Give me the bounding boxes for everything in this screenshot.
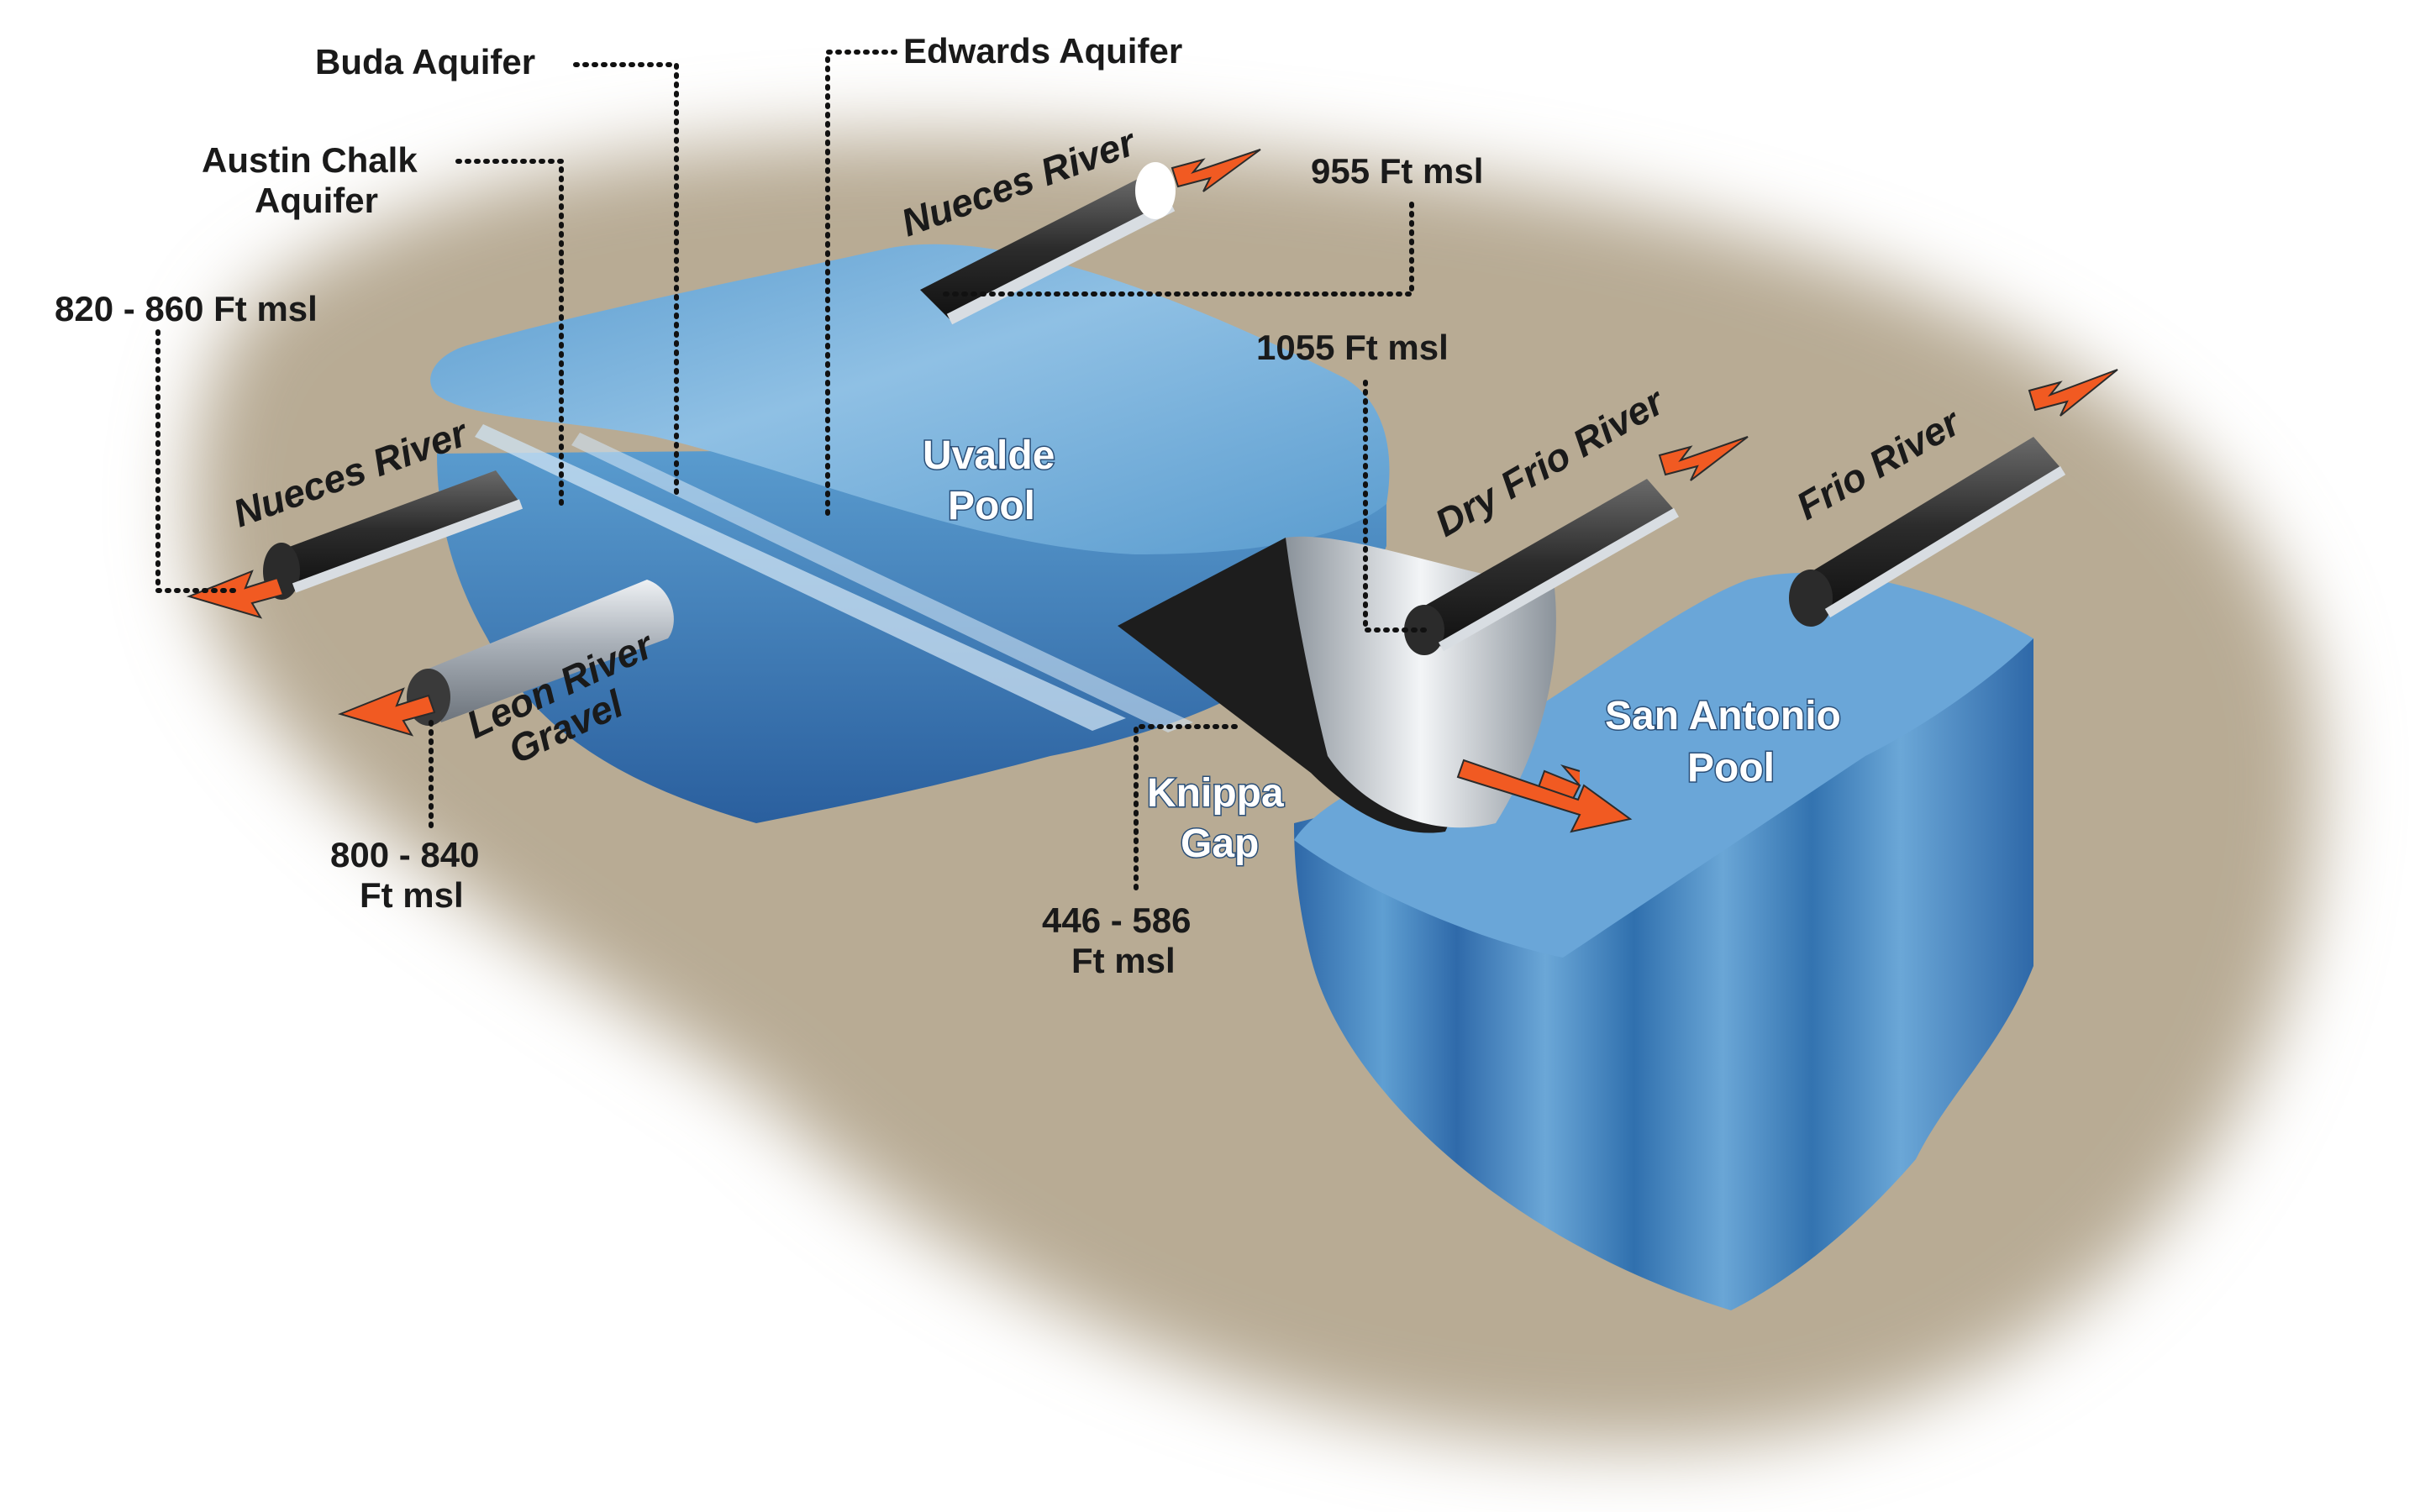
aquifer-strips: [475, 424, 1193, 732]
san-antonio-pool-label-2: Pool: [1687, 746, 1775, 790]
elevation-800-840-label-1: 800 - 840: [330, 835, 479, 874]
austin-chalk-label-1: Austin Chalk: [202, 140, 418, 180]
austin-chalk-label-2: Aquifer: [255, 181, 378, 220]
elevation-446-586-label-2: Ft msl: [1071, 941, 1176, 980]
elevation-955-label: 955 Ft msl: [1311, 151, 1483, 191]
knippa-gap-label-2: Gap: [1181, 822, 1259, 866]
arrow-dry-frio-icon: [1658, 436, 1749, 481]
nueces-river-lower-pipe: [263, 470, 523, 600]
elevation-800-840-label-2: Ft msl: [360, 875, 464, 915]
arrow-leon-icon: [337, 687, 436, 737]
elevation-820-860-label: 820 - 860 Ft msl: [55, 289, 318, 328]
arrow-frio-icon: [2028, 369, 2118, 417]
flow-arrows: [186, 149, 2118, 833]
knippa-gap-label-1: Knippa: [1147, 771, 1284, 816]
elevation-1055-label: 1055 Ft msl: [1256, 328, 1449, 367]
elevation-446-586-label-1: 446 - 586: [1042, 900, 1191, 940]
buda-aquifer-label: Buda Aquifer: [315, 42, 535, 81]
nueces-river-upper-pipe: [920, 162, 1176, 325]
san-antonio-pool-label-1: San Antonio: [1605, 694, 1841, 738]
leader-lines: [155, 50, 1431, 893]
uvalde-pool-label-1: Uvalde: [923, 433, 1055, 478]
frio-river-pipe: [1789, 437, 2066, 627]
edwards-aquifer-label: Edwards Aquifer: [903, 31, 1182, 71]
arrow-nueces-lower-icon: [186, 570, 285, 619]
uvalde-pool-label-2: Pool: [948, 484, 1035, 528]
arrow-nueces-upper-icon: [1171, 149, 1261, 192]
